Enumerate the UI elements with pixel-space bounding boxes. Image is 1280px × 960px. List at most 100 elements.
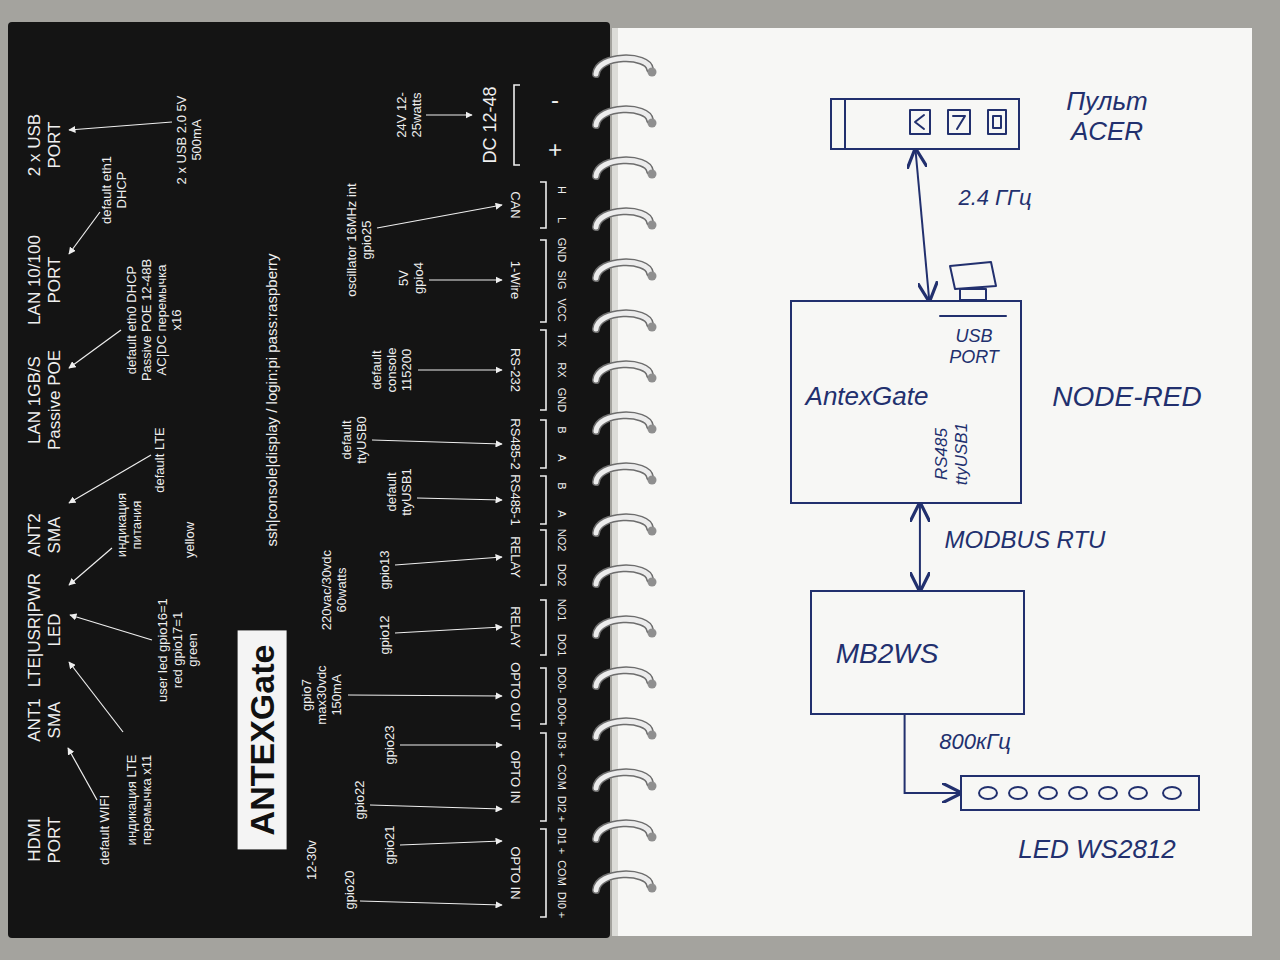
bracket (540, 530, 546, 585)
bracket (540, 829, 546, 917)
connector-name: RS-232 (508, 348, 523, 392)
note-text: gpio21 (383, 825, 398, 864)
usb-plug (960, 289, 986, 300)
port-label: 2 x USB PORT (25, 100, 64, 190)
hand-drawn-box: LED WS2812 (960, 775, 1200, 811)
pin-name: NO2 (556, 529, 569, 552)
pin-name: GND (556, 388, 569, 412)
note-text: индикация питания (115, 485, 145, 565)
pin-name: RX (556, 362, 569, 377)
pin-name: DI3 + (556, 732, 569, 759)
spiral-ring (596, 415, 657, 433)
pin-name: DO0- (556, 667, 569, 693)
spiral-ring (596, 466, 657, 484)
spiral-ring (596, 160, 657, 178)
led (1163, 787, 1181, 799)
spiral-ring (596, 670, 657, 688)
port-label: HDMI PORT (25, 810, 64, 870)
leader-line (418, 369, 502, 370)
connector-label: 2.4 ГГц (955, 185, 1034, 210)
spiral-ring (596, 262, 657, 280)
port-label: ANT2 SMA (25, 505, 64, 565)
led (1069, 787, 1087, 799)
bracket (540, 476, 546, 524)
hand-sketch (845, 100, 1181, 799)
bracket (514, 85, 520, 165)
handwritten-label: MB2WS (836, 638, 939, 670)
remote-button (948, 110, 970, 134)
handwritten-label: AntexGate (806, 382, 929, 412)
note-text: gpio12 (378, 615, 393, 654)
note-text: default ttyUSB1 (385, 460, 415, 525)
leader-line (69, 122, 172, 130)
note-text: default ttyUSB0 (340, 408, 370, 473)
note-text: oscillator 16MHz int gpio25 (345, 178, 375, 303)
remote-button-symbol (993, 116, 1001, 128)
note-text: default eth1 DHCP (100, 150, 130, 230)
connector-name: RELAY (508, 536, 523, 578)
leader-line (400, 841, 502, 845)
pin-name: COM (556, 860, 569, 886)
leader-line (370, 805, 502, 809)
spiral-ring (596, 568, 657, 586)
led (1039, 787, 1057, 799)
pin-name: H (556, 186, 569, 194)
pin-name: DI1 + (556, 828, 569, 855)
spiral-ring (596, 772, 657, 790)
spiral-ring (596, 517, 657, 535)
leader-line (69, 455, 151, 503)
leader-line (395, 557, 502, 565)
remote-button (988, 110, 1006, 134)
note-text: default eth0 DHCP Passive POE 12-48В AC|… (125, 258, 185, 383)
note-text: gpio22 (353, 780, 368, 819)
note-text: user led gpio16=1 red gpio17=1 green (156, 598, 201, 703)
spiral-ring (596, 58, 657, 76)
connector-name: CAN (508, 191, 523, 218)
bracket (540, 182, 546, 228)
connector-label: 800кГц (936, 729, 1014, 754)
leader-line (372, 440, 502, 444)
note-text: default WIFI (98, 795, 113, 865)
note-text: yellow (183, 522, 198, 558)
led (1129, 787, 1147, 799)
leader-line (377, 205, 502, 228)
port-label: LTE|USR|PWR LED (25, 570, 64, 690)
note-text: gpio13 (378, 550, 393, 589)
hand-drawn-box: AntexGateUSB PORTRS485 ttyUSB1NODE-RED (790, 300, 1022, 504)
note-text: 24V 12-25watts (395, 70, 425, 160)
connector-name: OPTO IN (508, 750, 523, 803)
pin-name: COM (556, 764, 569, 790)
note-text: gpio23 (383, 725, 398, 764)
leader-lines (68, 115, 502, 905)
hand-drawn-box: Пульт ACER (830, 98, 1020, 150)
pin-name: DO0+ (556, 697, 569, 726)
note-text: 5V gpio4 (397, 256, 427, 301)
pin-name: B (556, 482, 569, 489)
note-text: gpio7 max30vdc 150mA (300, 658, 345, 733)
leader-line (400, 744, 502, 745)
connector (919, 504, 921, 590)
note-text: 12-30v (305, 840, 320, 880)
pin-name: DI0 + (556, 892, 569, 919)
spiral-ring (596, 619, 657, 637)
remote-button-symbol (953, 116, 965, 129)
pin-name: B (556, 426, 569, 433)
handwritten-label: RS485 ttyUSB1 (932, 414, 971, 494)
usb-port-rule (940, 315, 1006, 317)
bracket (540, 240, 546, 322)
leader-line (360, 901, 502, 905)
connector-name: RELAY (508, 606, 523, 648)
remote-end-line (844, 100, 846, 148)
pin-name: DO2 (556, 564, 569, 587)
port-label: ANT1 SMA (25, 690, 64, 750)
led (1009, 787, 1027, 799)
connector-label: MODBUS RTU (942, 526, 1109, 554)
led (1099, 787, 1117, 799)
connector-name: 1-Wire (508, 261, 523, 299)
leader-line (417, 498, 502, 500)
port-label: LAN 10/100 PORT (25, 230, 64, 330)
spiral-ring (596, 874, 657, 892)
connector-name: OPTO OUT (508, 662, 523, 730)
bracket (540, 330, 546, 410)
hand-drawn-box: MB2WS (810, 590, 1025, 715)
